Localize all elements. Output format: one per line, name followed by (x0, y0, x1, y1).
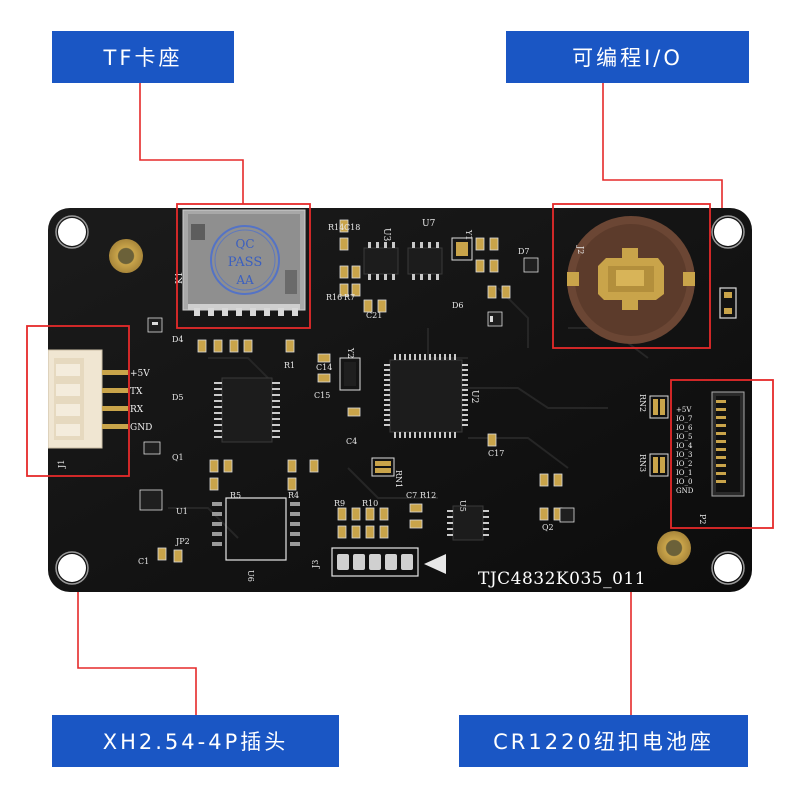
crystal-y2 (339, 357, 361, 391)
silk-p2: P2 (698, 514, 707, 524)
io-pin-4: IO_4 (676, 442, 693, 450)
silk-c14: C14 (316, 363, 332, 372)
header-pin-5v: +5V (130, 369, 150, 379)
cr1220-battery-holder (567, 216, 695, 344)
smd-transistors (139, 257, 575, 523)
u6-footprint (212, 497, 300, 561)
crystal-y1 (451, 237, 473, 261)
silk-r7: R7 (344, 293, 355, 302)
qc-stamp-line3: AA (235, 273, 254, 287)
silk-c1: C1 (138, 557, 149, 566)
qc-stamp-line2: PASS (228, 255, 263, 270)
silk-u3: U3 (381, 228, 391, 242)
silk-r12: R12 (420, 491, 436, 500)
level-shifter-chip (214, 377, 280, 443)
silk-y2: Y2 (346, 347, 355, 358)
standoff-pad (109, 239, 143, 273)
io-pin-6: IO_6 (676, 424, 693, 432)
silk-jp2: JP2 (175, 537, 190, 546)
silk-j2: J2 (576, 245, 585, 254)
silk-k1: K1 (175, 272, 185, 284)
mounting-hole-top-left (55, 215, 89, 249)
silk-d4: D4 (172, 335, 184, 344)
silk-r4: R4 (288, 491, 299, 500)
header-pin-rx: RX (130, 405, 144, 415)
eeprom-chip-u3 (363, 242, 399, 280)
standoff-pad (657, 531, 691, 565)
silk-y1: Y1 (464, 229, 473, 240)
rtc-chip-u7 (407, 242, 443, 280)
silk-rn3: RN3 (638, 454, 647, 472)
silk-c17: C17 (488, 449, 504, 458)
silk-c15: C15 (314, 391, 330, 400)
cr1220-holder-callout-text: CR1220纽扣电池座 (493, 730, 714, 754)
mounting-hole-top-right (711, 215, 745, 249)
silk-r5: R5 (230, 491, 241, 500)
io-pin-2: IO_2 (676, 460, 692, 468)
fpc-connector-p2 (711, 391, 745, 497)
silk-rn1: RN1 (394, 470, 403, 488)
board-model-label: TJC4832K035_011 (478, 569, 646, 589)
silk-c7: C7 (406, 491, 417, 500)
io-pin-5: IO_5 (676, 433, 692, 441)
j3-header-footprint (331, 547, 446, 577)
silk-q2: Q2 (542, 523, 554, 532)
tf-socket-callout: TF卡座 (52, 31, 234, 83)
xh-header-callout: XH2.54-4P插头 (52, 715, 339, 767)
silk-r9: R9 (334, 499, 345, 508)
io-pin-1: IO_1 (676, 469, 692, 477)
silk-r14: R14 (328, 223, 344, 232)
io-pin-3: IO_3 (676, 451, 692, 459)
programmable-io-callout: 可编程I/O (506, 31, 749, 83)
mounting-hole-bottom-right (711, 551, 745, 585)
silk-c18: C18 (344, 223, 360, 232)
silk-c4: C4 (346, 437, 357, 446)
resistor-network-rn2 (649, 395, 669, 419)
silk-d5: D5 (172, 393, 184, 402)
xh-header-callout-text: XH2.54-4P插头 (102, 730, 289, 754)
io-pin-5v: +5V (676, 406, 692, 414)
silk-rn2: RN2 (638, 394, 647, 412)
pcb-board: QC PASS AA K1 J2 (48, 208, 752, 592)
silk-d7: D7 (518, 247, 530, 256)
j4-outline (719, 287, 737, 319)
diode-markers (152, 316, 493, 325)
silk-q1: Q1 (172, 453, 184, 462)
silk-c21: C21 (366, 311, 382, 320)
tf-card-socket: QC PASS AA (182, 209, 306, 316)
silk-r16: R16 (326, 293, 342, 302)
header-pin-gnd: GND (130, 423, 152, 433)
silk-u6: U6 (246, 570, 255, 582)
silk-d6: D6 (452, 301, 464, 310)
resistor-network-rn1 (371, 457, 395, 477)
mcu-chip (384, 354, 468, 438)
io-pin-7: IO_7 (676, 415, 692, 423)
programmable-io-callout-text: 可编程I/O (572, 46, 683, 70)
silk-r10: R10 (362, 499, 378, 508)
io-pin-0: IO_0 (676, 478, 692, 486)
chip-u5 (447, 505, 489, 541)
silk-j3: J3 (311, 560, 320, 569)
smd-passives (157, 219, 563, 563)
tf-socket-callout-text: TF卡座 (103, 46, 183, 70)
mounting-hole-bottom-left (55, 551, 89, 585)
silk-r1: R1 (284, 361, 295, 370)
silk-j1: J1 (57, 460, 66, 469)
resistor-network-rn3 (649, 453, 669, 477)
cr1220-holder-callout: CR1220纽扣电池座 (459, 715, 748, 767)
silk-u5: U5 (458, 500, 467, 512)
silk-u7: U7 (422, 219, 436, 229)
silk-u2: U2 (469, 390, 479, 403)
io-pin-gnd: GND (676, 487, 694, 495)
qc-stamp-line1: QC (235, 237, 254, 251)
silk-u1: U1 (176, 507, 188, 516)
header-pin-tx: TX (130, 387, 143, 397)
